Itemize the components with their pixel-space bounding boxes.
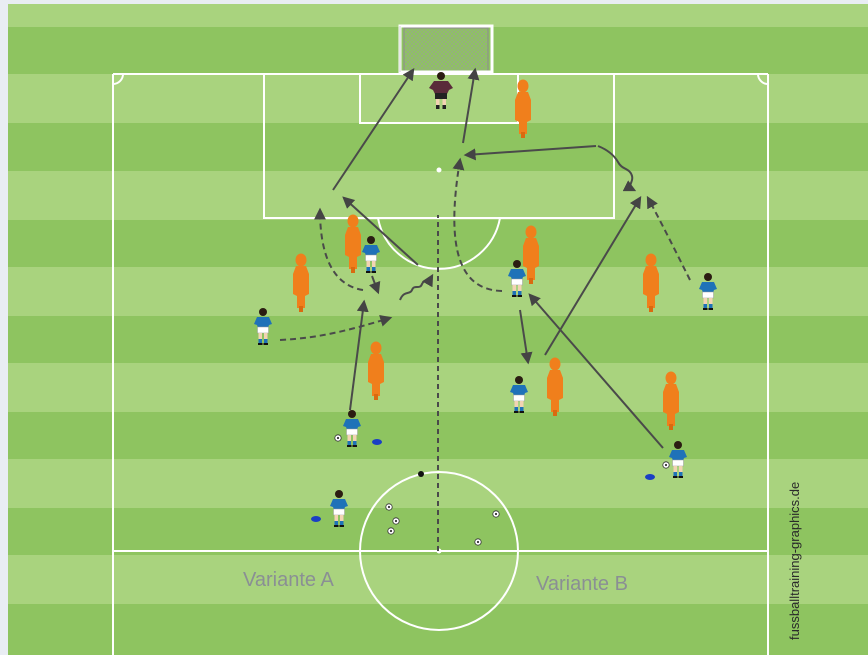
ball-icon [493, 511, 499, 517]
ball-icon [386, 504, 392, 510]
start-ball-marker [418, 471, 424, 477]
cone-icon [311, 516, 321, 522]
ball-icon [335, 435, 341, 441]
variant-a-label: Variante A [243, 569, 334, 591]
ball-icon [475, 539, 481, 545]
penalty-spot [437, 168, 442, 173]
variant-b-label: Variante B [536, 573, 628, 595]
cone-icon [372, 439, 382, 445]
cone-icon [645, 474, 655, 480]
goal-icon [400, 26, 492, 72]
ball-icon [388, 528, 394, 534]
watermark-text: fussballtraining-graphics.de [787, 482, 802, 640]
ball-icon [393, 518, 399, 524]
ball-icon [663, 462, 669, 468]
